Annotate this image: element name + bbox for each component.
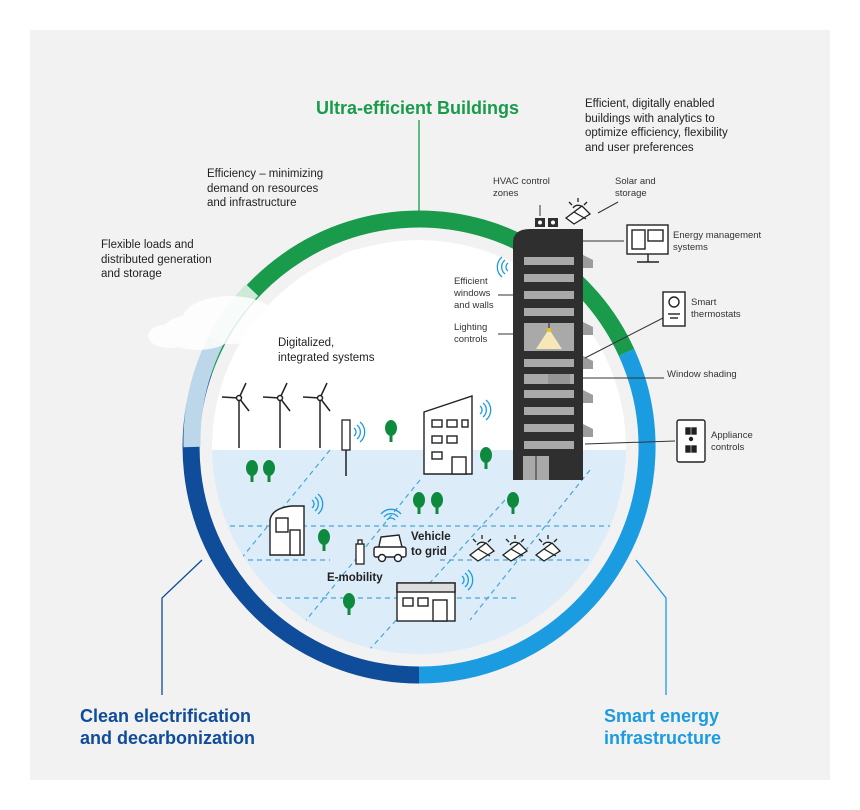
note-line: optimize efficiency, flexibility (585, 127, 728, 139)
ev-car-icon (373, 534, 407, 563)
title-ultra-efficient-buildings: Ultra-efficient Buildings (316, 98, 520, 118)
note-line: and infrastructure (207, 197, 297, 209)
label-energy-mgmt: Energy management systems (673, 230, 761, 254)
label-line: Appliance (711, 430, 753, 441)
label-window-shading: Window shading (667, 369, 737, 380)
label-line: Efficient (454, 276, 488, 287)
callout-lines (498, 201, 676, 445)
label-line: HVAC control (493, 176, 550, 187)
title-line: and decarbonization (80, 728, 256, 748)
note-digitalized: Digitalized, integrated systems (278, 336, 375, 365)
note-efficiency: Efficiency – minimizing demand on resour… (207, 167, 323, 211)
note-line: Flexible loads and (101, 239, 194, 251)
charger-icon (355, 539, 365, 565)
tall-building (513, 218, 593, 480)
label-hvac: HVAC control zones (493, 176, 550, 200)
title-clean-electrification: Clean electrification and decarbonizatio… (80, 705, 255, 749)
label-line: windows (454, 288, 491, 299)
title-line: Smart energy (604, 706, 720, 726)
note-line: Digitalized, (278, 337, 335, 349)
solar-panel-icon (565, 197, 591, 225)
note-line: Efficiency – minimizing (207, 168, 324, 180)
outlet-icon (676, 419, 706, 463)
label-line: systems (673, 242, 708, 253)
label-solar: Solar and storage (615, 176, 656, 200)
label-appliance: Appliance controls (711, 430, 753, 454)
label-line: thermostats (691, 309, 741, 320)
note-line: Efficient, digitally enabled (585, 98, 715, 110)
office-building-icon (423, 395, 473, 475)
note-line: and user preferences (585, 141, 694, 154)
label-line: Solar and (615, 176, 656, 187)
monitor-icon (626, 224, 669, 263)
title-smart-energy: Smart energy infrastructure (604, 705, 721, 749)
label-line: controls (454, 334, 488, 345)
note-line: demand on resources (207, 182, 319, 195)
label-windows: Efficient windows and walls (454, 276, 494, 312)
label-line: zones (493, 188, 519, 199)
cloud-icon (323, 248, 435, 289)
charger-icon (341, 419, 351, 476)
note-line: Vehicle (411, 531, 451, 543)
label-line: storage (615, 188, 647, 199)
label-thermostats: Smart thermostats (691, 297, 741, 321)
title-line: Clean electrification (80, 706, 252, 726)
title-line: infrastructure (604, 728, 722, 748)
office-building-icon (396, 582, 456, 622)
note-flexible-loads: Flexible loads and distributed generatio… (101, 238, 212, 282)
note-line: distributed generation (101, 253, 212, 266)
note-line: integrated systems (278, 351, 375, 364)
note-line: and storage (101, 268, 162, 280)
label-line: Lighting (454, 322, 488, 333)
house-icon (269, 505, 305, 556)
label-line: controls (711, 442, 745, 453)
leader-line-right (635, 559, 667, 695)
cloud-icon (148, 296, 288, 350)
label-line: Smart (691, 297, 717, 308)
note-vehicle-to-grid: Vehicle to grid (411, 530, 451, 559)
note-line: to grid (411, 545, 447, 558)
leader-line-left (161, 559, 203, 695)
label-lighting: Lighting controls (454, 322, 487, 346)
thermostat-icon (662, 291, 686, 327)
label-line: and walls (454, 300, 494, 311)
note-line: buildings with analytics to (585, 112, 715, 125)
label-line: Energy management (673, 230, 762, 241)
note-efficient-digitally-enabled: Efficient, digitally enabled buildings w… (585, 97, 728, 155)
note-e-mobility: E-mobility (327, 572, 383, 584)
